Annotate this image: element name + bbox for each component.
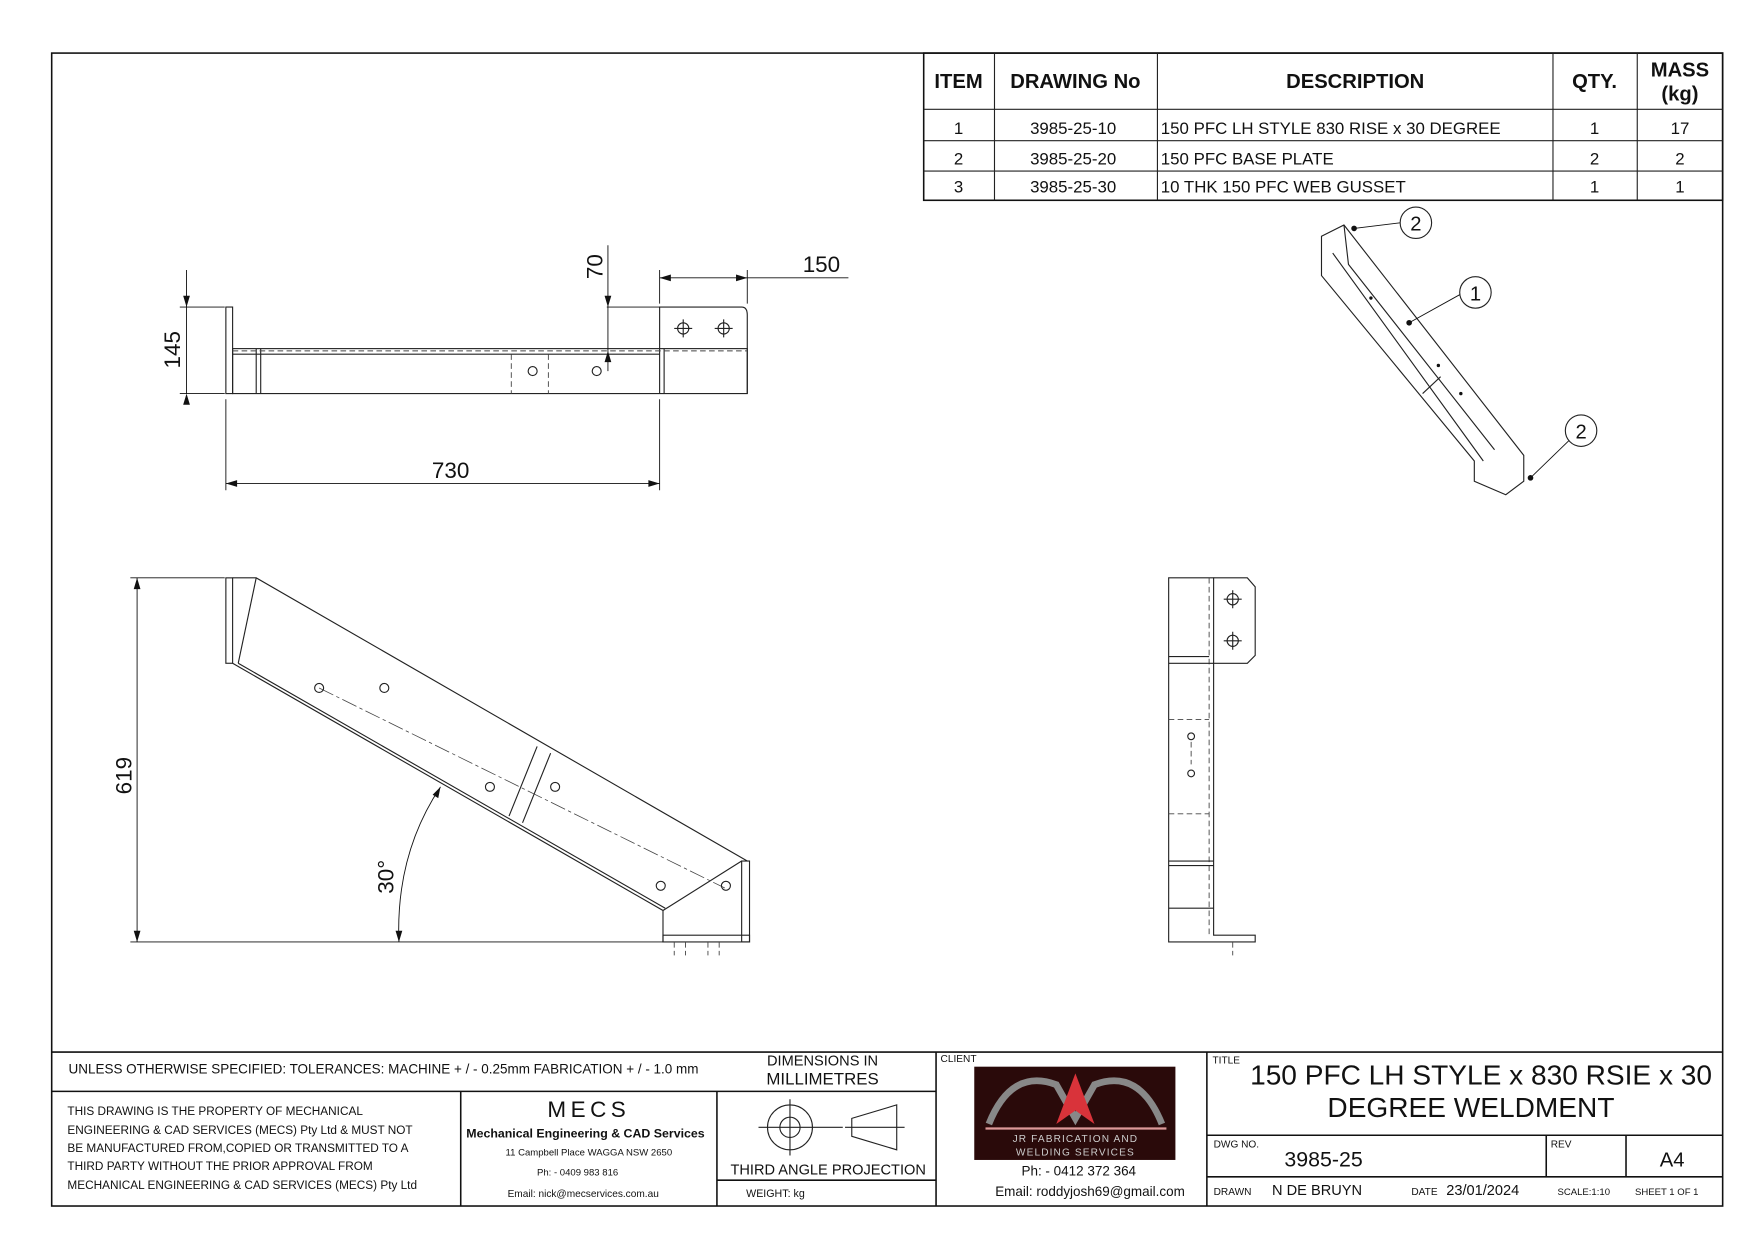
title-label: TITLE	[1212, 1055, 1240, 1066]
table-row: 1 3985-25-10 150 PFC LH STYLE 830 RISE x…	[954, 119, 1689, 138]
bom-header-description: DESCRIPTION	[1286, 71, 1424, 93]
table-row: 3 3985-25-30 10 THK 150 PFC WEB GUSSET 1…	[954, 177, 1685, 196]
balloon: 2	[1399, 206, 1433, 240]
cell-drawing-no: 3985-25-10	[1030, 119, 1116, 138]
svg-text:2: 2	[1575, 422, 1586, 444]
sheet-number: SHEET 1 OF 1	[1635, 1187, 1698, 1198]
property-line: MECHANICAL ENGINEERING & CAD SERVICES (M…	[67, 1179, 417, 1192]
dim-150: 150	[803, 252, 841, 277]
side-view: 619 30°	[111, 577, 751, 956]
svg-text:2: 2	[1410, 214, 1421, 236]
sheet-size: A4	[1660, 1150, 1685, 1172]
title-block: UNLESS OTHERWISE SPECIFIED: TOLERANCES: …	[51, 1051, 1723, 1207]
table-row: 2 3985-25-20 150 PFC BASE PLATE 2 2	[954, 149, 1685, 168]
end-view	[1168, 577, 1256, 956]
mecs-phone: Ph: - 0409 983 816	[537, 1168, 618, 1179]
drawn-label: DRAWN	[1214, 1187, 1252, 1198]
property-line: BE MANUFACTURED FROM,COPIED OR TRANSMITT…	[67, 1142, 408, 1155]
bom-header-mass-unit: (kg)	[1661, 83, 1698, 105]
dimensions-note: DIMENSIONS IN	[767, 1054, 878, 1070]
dimensions-note-units: MILLIMETRES	[766, 1070, 878, 1089]
date: 23/01/2024	[1446, 1183, 1519, 1199]
svg-text:WELDING SERVICES: WELDING SERVICES	[1016, 1147, 1135, 1158]
sheet-border	[50, 52, 1724, 1207]
cell-mass: 1	[1675, 177, 1684, 196]
cell-item: 2	[954, 149, 963, 168]
drawing-title-2: DEGREE WELDMENT	[1327, 1092, 1614, 1123]
mecs-address: 11 Campbell Place WAGGA NSW 2650	[506, 1147, 673, 1158]
dwg-no-label: DWG NO.	[1214, 1140, 1260, 1151]
third-angle-projection-icon	[758, 1099, 905, 1156]
svg-text:1: 1	[1470, 283, 1481, 305]
cell-description: 150 PFC BASE PLATE	[1161, 149, 1334, 168]
cell-item: 1	[954, 119, 963, 138]
mecs-email: Email: nick@mecservices.com.au	[508, 1189, 659, 1200]
isometric-view: 2 1 2	[1320, 206, 1598, 496]
date-label: DATE	[1411, 1187, 1437, 1198]
dim-70: 70	[582, 254, 607, 279]
property-line: ENGINEERING & CAD SERVICES (MECS) Pty Lt…	[67, 1124, 412, 1137]
bom-header-mass: MASS	[1651, 60, 1709, 82]
cell-drawing-no: 3985-25-20	[1030, 149, 1116, 168]
bom-header-qty: QTY.	[1572, 71, 1617, 93]
cell-mass: 2	[1675, 149, 1684, 168]
cell-qty: 1	[1590, 177, 1599, 196]
property-line: THIRD PARTY WITHOUT THE PRIOR APPROVAL F…	[67, 1160, 372, 1173]
cell-mass: 17	[1671, 119, 1690, 138]
drawn-by: N DE BRUYN	[1272, 1183, 1362, 1199]
cell-item: 3	[954, 177, 963, 196]
mecs-logo: MECS	[547, 1097, 630, 1122]
client-phone: Ph: - 0412 372 364	[1021, 1164, 1136, 1179]
cell-drawing-no: 3985-25-30	[1030, 177, 1116, 196]
cell-qty: 2	[1590, 149, 1599, 168]
rev-label: REV	[1551, 1140, 1572, 1151]
dim-730: 730	[432, 458, 470, 483]
drawing-title: 150 PFC LH STYLE x 830 RSIE x 30	[1250, 1060, 1712, 1091]
dim-619: 619	[111, 757, 136, 795]
mecs-name: Mechanical Engineering & CAD Services	[466, 1126, 704, 1140]
dwg-no: 3985-25	[1284, 1148, 1362, 1172]
top-view: 145 730 150 70	[160, 245, 849, 491]
tolerances-note: UNLESS OTHERWISE SPECIFIED: TOLERANCES: …	[69, 1061, 699, 1076]
client-logo: JR FABRICATION AND WELDING SERVICES	[974, 1066, 1176, 1160]
client-label: CLIENT	[941, 1054, 977, 1065]
scale: SCALE:1:10	[1557, 1187, 1610, 1198]
projection-label: THIRD ANGLE PROJECTION	[730, 1163, 925, 1179]
balloon: 1	[1459, 276, 1492, 309]
weight-label: WEIGHT: kg	[746, 1188, 805, 1200]
bom-table: ITEM DRAWING No DESCRIPTION QTY. MASS (k…	[922, 52, 1724, 202]
dim-angle: 30°	[373, 860, 398, 894]
property-line: THIS DRAWING IS THE PROPERTY OF MECHANIC…	[67, 1105, 363, 1118]
client-email: Email: roddyjosh69@gmail.com	[995, 1184, 1185, 1199]
bom-header-drawing-no: DRAWING No	[1010, 71, 1140, 93]
svg-text:JR FABRICATION AND: JR FABRICATION AND	[1013, 1134, 1139, 1145]
dim-145: 145	[160, 331, 185, 368]
cell-description: 10 THK 150 PFC WEB GUSSET	[1161, 177, 1406, 196]
bom-header-item: ITEM	[934, 71, 982, 93]
cell-description: 150 PFC LH STYLE 830 RISE x 30 DEGREE	[1161, 119, 1501, 138]
cell-qty: 1	[1590, 119, 1599, 138]
balloon: 2	[1564, 414, 1598, 447]
